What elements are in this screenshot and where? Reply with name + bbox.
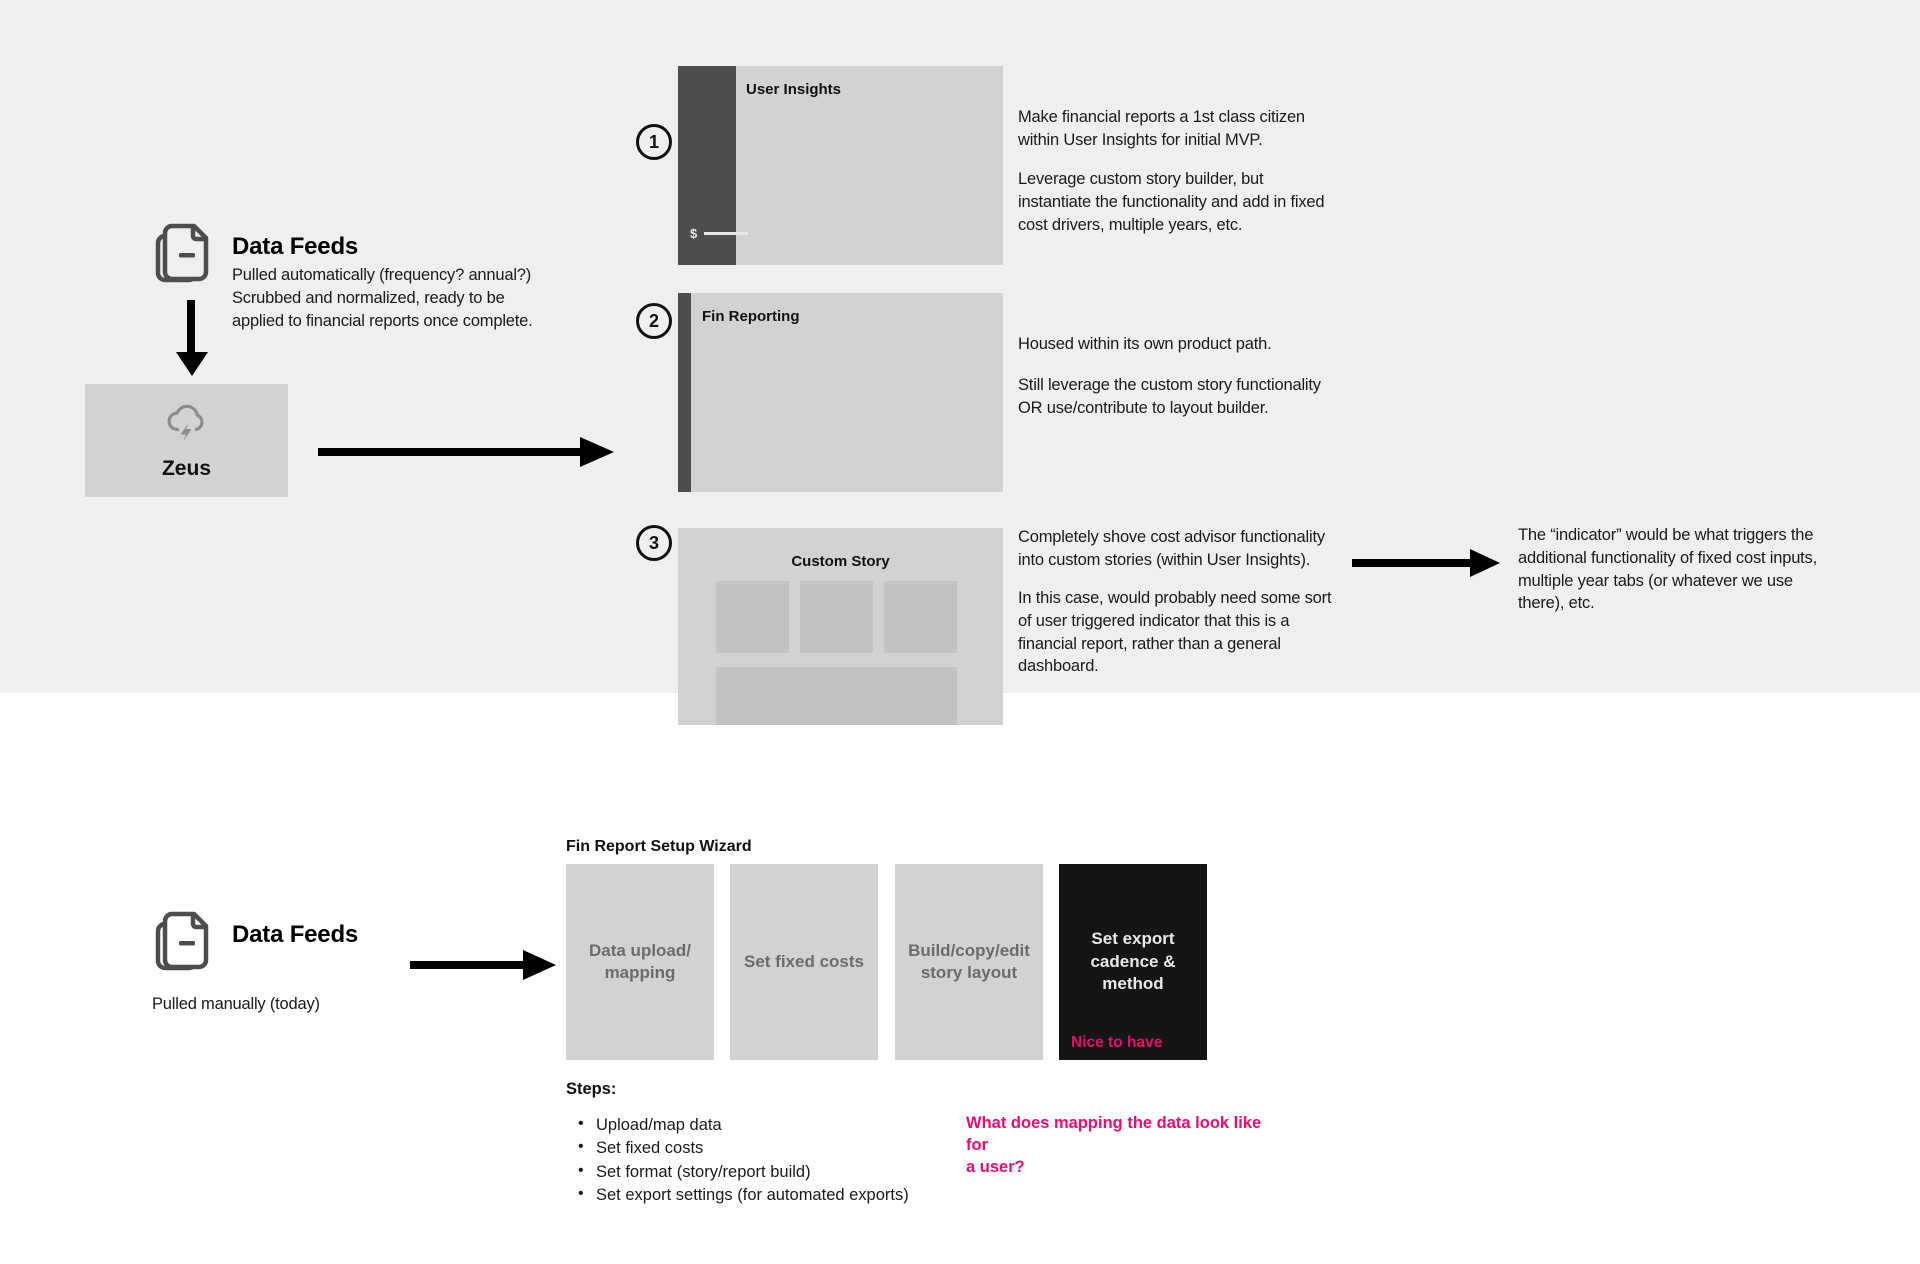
list-item: Set fixed costs: [578, 1136, 978, 1160]
story-card[interactable]: [884, 581, 957, 653]
bottom-data-feeds-description: Pulled manually (today): [152, 995, 320, 1013]
panel-title-user-insights: User Insights: [746, 81, 842, 98]
wizard-card-set-fixed-costs[interactable]: Set fixed costs: [730, 864, 878, 1060]
zeus-node[interactable]: Zeus: [85, 384, 288, 497]
wizard-card-set-export[interactable]: Set export cadence & method Nice to have: [1059, 864, 1207, 1060]
option-1-number-badge: 1: [636, 124, 672, 160]
arrow-right-icon: [410, 945, 560, 990]
top-data-feeds-title: Data Feeds: [232, 233, 359, 260]
rail-currency-label: $: [690, 226, 698, 241]
story-card[interactable]: [716, 581, 789, 653]
wizard-card-label: Build/copy/edit story layout: [908, 940, 1030, 982]
open-question-text: What does mapping the data look like for…: [966, 1114, 1262, 1177]
panel-user-insights[interactable]: $ User Insights: [678, 66, 1003, 265]
wizard-card-label: Set export cadence & method: [1090, 929, 1176, 994]
wizard-card-label: Data upload/ mapping: [588, 940, 691, 982]
rail-dash-icon: [704, 232, 749, 235]
panel-rail-dark: [678, 293, 691, 492]
option-1-note-1: Make financial reports a 1st class citiz…: [1018, 108, 1305, 149]
panel-title-custom-story: Custom Story: [791, 553, 890, 570]
option-2-note-1: Housed within its own product path.: [1018, 335, 1272, 353]
panel-title-fin-reporting: Fin Reporting: [702, 308, 800, 325]
panel-custom-story[interactable]: Custom Story: [678, 528, 1003, 725]
wizard-card-story-layout[interactable]: Build/copy/edit story layout: [895, 864, 1043, 1060]
indicator-note-text: The “indicator” would be what triggers t…: [1518, 526, 1817, 613]
option-3-note-1: Completely shove cost advisor functional…: [1018, 528, 1325, 569]
panel-rail-dark: [678, 66, 736, 265]
list-item: Set export settings (for automated expor…: [578, 1183, 978, 1207]
option-2-number-badge: 2: [636, 303, 672, 339]
nice-to-have-badge: Nice to have: [1071, 1034, 1163, 1051]
option-3-number-badge: 3: [636, 525, 672, 561]
cloud-lightning-icon: [165, 401, 209, 441]
wizard-card-label: Set fixed costs: [744, 951, 864, 971]
arrow-down-icon: [170, 300, 214, 385]
steps-list: Upload/map data Set fixed costs Set form…: [578, 1113, 978, 1208]
bottom-data-feeds-title: Data Feeds: [232, 921, 359, 948]
arrow-right-icon: [318, 432, 618, 477]
story-card[interactable]: [800, 581, 873, 653]
top-data-feeds-description: Pulled automatically (frequency? annual?…: [232, 266, 533, 330]
rail-currency-row: $: [690, 226, 749, 241]
documents-stack-icon: [155, 222, 217, 284]
arrow-right-icon: [1352, 545, 1502, 586]
panel-fin-reporting[interactable]: Fin Reporting: [678, 293, 1003, 492]
story-card-wide[interactable]: [716, 667, 957, 725]
wizard-title: Fin Report Setup Wizard: [566, 838, 752, 855]
option-3-note-2: In this case, would probably need some s…: [1018, 589, 1332, 676]
option-2-note-2: Still leverage the custom story function…: [1018, 376, 1321, 417]
documents-stack-icon: [155, 910, 217, 972]
list-item: Set format (story/report build): [578, 1160, 978, 1184]
list-item: Upload/map data: [578, 1113, 978, 1137]
steps-title: Steps:: [566, 1080, 617, 1098]
option-1-note-2: Leverage custom story builder, but insta…: [1018, 170, 1325, 234]
wizard-card-data-upload[interactable]: Data upload/ mapping: [566, 864, 714, 1060]
zeus-label: Zeus: [161, 456, 211, 480]
